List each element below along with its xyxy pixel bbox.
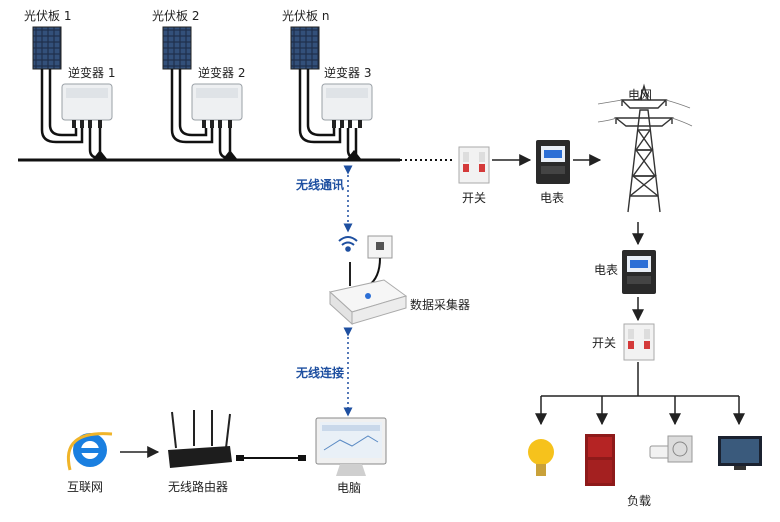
wifi-icon <box>338 236 358 252</box>
switch-label: 开关 <box>462 191 487 205</box>
solar-panel-n <box>290 26 320 70</box>
inverter-1 <box>61 83 113 128</box>
grid-label: 电网 <box>628 88 653 102</box>
power-lines <box>597 99 693 127</box>
load-label: 负载 <box>627 494 652 508</box>
inverter-2 <box>191 83 243 128</box>
refrigerator-icon <box>585 434 615 486</box>
internet-logo-icon <box>67 432 113 471</box>
router-label: 无线路由器 <box>168 480 229 494</box>
air-conditioner-icon <box>649 435 693 463</box>
inverter-1-label: 逆变器 1 <box>68 66 116 80</box>
wireless-connect-label: 无线连接 <box>296 366 345 380</box>
breaker-switch-2 <box>623 323 655 361</box>
bus-connector-1 <box>92 150 108 160</box>
panel-2-label: 光伏板 2 <box>152 9 200 23</box>
meter2-label: 电表 <box>594 263 619 277</box>
inverter-3-label: 逆变器 3 <box>324 66 372 80</box>
panel-1-label: 光伏板 1 <box>24 9 72 23</box>
data-collector <box>328 279 408 326</box>
solar-panel-2 <box>162 26 192 70</box>
light-bulb-icon <box>528 439 554 476</box>
inverter-2-label: 逆变器 2 <box>198 66 246 80</box>
solar-panel-1 <box>32 26 62 70</box>
router-icon <box>168 410 232 468</box>
bus-connector-2 <box>222 150 238 160</box>
wireless-comm-label: 无线通讯 <box>296 178 345 192</box>
wall-socket-icon <box>367 235 393 259</box>
bus-connector-3 <box>346 150 362 160</box>
meter-label: 电表 <box>540 191 565 205</box>
energy-meter-1 <box>536 140 570 184</box>
television-icon <box>718 436 762 470</box>
transmission-tower <box>614 83 674 213</box>
breaker-switch <box>458 146 490 184</box>
collector-label: 数据采集器 <box>410 298 471 312</box>
panel-n-label: 光伏板 n <box>282 9 330 23</box>
load-distribution <box>541 362 739 397</box>
energy-meter-2 <box>622 250 656 294</box>
computer-label: 电脑 <box>337 481 362 495</box>
internet-label: 互联网 <box>67 480 104 494</box>
computer-icon <box>315 417 387 476</box>
switch2-label: 开关 <box>592 336 617 350</box>
inverter-3 <box>321 83 373 128</box>
